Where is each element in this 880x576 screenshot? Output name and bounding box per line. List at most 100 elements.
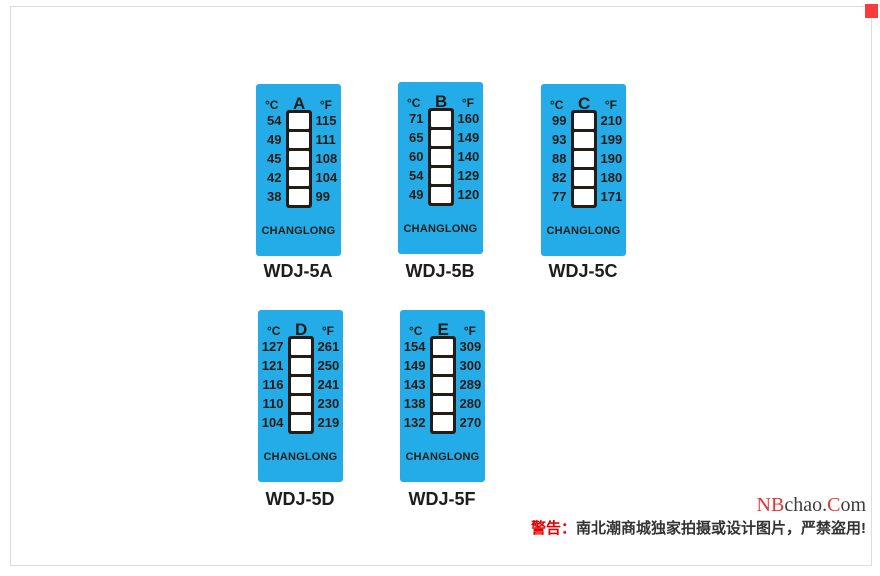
- indicator-window: [288, 189, 309, 205]
- model-label: WDJ-5F: [408, 489, 476, 509]
- indicator-window: [290, 396, 311, 412]
- indicator-window: [573, 113, 594, 129]
- indicator-window: [432, 358, 453, 374]
- fahrenheit-value: 230: [317, 396, 340, 411]
- fahrenheit-value: 171: [600, 189, 623, 204]
- celsius-value: 45: [267, 151, 282, 166]
- card-letter: B: [435, 92, 448, 111]
- indicator-window: [288, 113, 309, 129]
- card-body: 99 93 88 82 77 210 199 190 180 171: [541, 110, 626, 208]
- temp-indicator-card-d: °C D °F 127 121 116 110 104 261 250 241 …: [258, 310, 343, 482]
- indicator-window: [290, 415, 311, 431]
- celsius-value: 54: [267, 113, 282, 128]
- fahrenheit-value: 309: [459, 339, 482, 354]
- watermark: NBchao.Com: [757, 494, 866, 516]
- celsius-value: 38: [267, 189, 282, 204]
- celsius-value: 49: [409, 187, 424, 202]
- card-header: °C D °F: [258, 310, 343, 339]
- fahrenheit-value: 120: [457, 187, 480, 202]
- celsius-value: 88: [552, 151, 567, 166]
- indicator-window: [430, 111, 451, 127]
- indicator-strip: [427, 108, 454, 206]
- celsius-value: 49: [267, 132, 282, 147]
- temp-indicator-card-b: °C B °F 71 65 60 54 49 160 149 140 129 1…: [398, 82, 483, 254]
- brand-text: CHANGLONG: [263, 451, 338, 463]
- fahrenheit-column: 160 149 140 129 120: [454, 109, 484, 206]
- fahrenheit-value: 219: [317, 415, 340, 430]
- model-label: WDJ-5C: [548, 261, 618, 281]
- indicator-window: [430, 187, 451, 203]
- indicator-window: [430, 168, 451, 184]
- celsius-value: 138: [403, 396, 426, 411]
- indicator-window: [430, 149, 451, 165]
- warning-text: 警告：南北潮商城独家拍摄或设计图片，严禁盗用!: [531, 520, 866, 538]
- indicator-strip: [285, 110, 312, 208]
- brand-text: CHANGLONG: [405, 451, 480, 463]
- celsius-column: 127 121 116 110 104: [258, 337, 288, 434]
- fahrenheit-value: 99: [315, 189, 330, 204]
- card-body: 127 121 116 110 104 261 250 241 230 219: [258, 336, 343, 434]
- fahrenheit-value: 250: [317, 358, 340, 373]
- warning-body: 南北潮商城独家拍摄或设计图片，严禁盗用!: [576, 520, 866, 537]
- fahrenheit-value: 280: [459, 396, 482, 411]
- card-body: 54 49 45 42 38 115 111 108 104 99: [256, 110, 341, 208]
- celsius-value: 42: [267, 170, 282, 185]
- model-label: WDJ-5B: [405, 261, 475, 281]
- fahrenheit-value: 190: [600, 151, 623, 166]
- fahrenheit-value: 241: [317, 377, 340, 392]
- card-header: °C E °F: [400, 310, 485, 339]
- fahrenheit-column: 115 111 108 104 99: [312, 111, 342, 208]
- celsius-column: 54 49 45 42 38: [256, 111, 286, 208]
- celsius-value: 60: [409, 149, 424, 164]
- fahrenheit-value: 210: [600, 113, 623, 128]
- indicator-strip: [570, 110, 597, 208]
- celsius-value: 82: [552, 170, 567, 185]
- celsius-unit-label: °C: [267, 324, 281, 338]
- indicator-strip: [287, 336, 314, 434]
- celsius-column: 71 65 60 54 49: [398, 109, 428, 206]
- temp-indicator-card-a: °C A °F 54 49 45 42 38 115 111 108 104 9…: [256, 84, 341, 256]
- indicator-window: [290, 339, 311, 355]
- indicator-window: [573, 170, 594, 186]
- model-label: WDJ-5A: [263, 261, 333, 281]
- indicator-window: [288, 132, 309, 148]
- celsius-unit-label: °C: [407, 96, 421, 110]
- card-header: °C A °F: [256, 84, 341, 113]
- celsius-value: 99: [552, 113, 567, 128]
- fahrenheit-unit-label: °F: [604, 98, 617, 112]
- fahrenheit-value: 149: [457, 130, 480, 145]
- fahrenheit-value: 199: [600, 132, 623, 147]
- fahrenheit-unit-label: °F: [463, 324, 476, 338]
- fahrenheit-value: 300: [459, 358, 482, 373]
- celsius-value: 65: [409, 130, 424, 145]
- fahrenheit-value: 180: [600, 170, 623, 185]
- celsius-value: 77: [552, 189, 567, 204]
- card-body: 71 65 60 54 49 160 149 140 129 120: [398, 108, 483, 206]
- celsius-value: 110: [262, 396, 284, 411]
- card-letter: A: [293, 94, 306, 113]
- celsius-value: 71: [409, 111, 424, 126]
- fahrenheit-value: 140: [457, 149, 480, 164]
- indicator-strip: [429, 336, 456, 434]
- indicator-window: [573, 189, 594, 205]
- indicator-window: [288, 151, 309, 167]
- indicator-window: [573, 151, 594, 167]
- brand-text: CHANGLONG: [403, 223, 478, 235]
- celsius-value: 54: [409, 168, 424, 183]
- watermark-part: NB: [756, 494, 785, 516]
- celsius-value: 149: [403, 358, 426, 373]
- celsius-column: 154 149 143 138 132: [400, 337, 430, 434]
- celsius-value: 116: [262, 377, 284, 392]
- card-letter: E: [437, 320, 449, 339]
- celsius-unit-label: °C: [265, 98, 279, 112]
- celsius-value: 121: [261, 358, 284, 373]
- card-letter: D: [295, 320, 308, 339]
- celsius-unit-label: °C: [409, 324, 423, 338]
- warning-label: 警告：: [530, 520, 576, 537]
- card-letter: C: [578, 94, 591, 113]
- fahrenheit-value: 115: [315, 113, 337, 128]
- watermark-part: C: [827, 494, 841, 516]
- fahrenheit-value: 104: [315, 170, 338, 185]
- temp-indicator-card-e: °C E °F 154 149 143 138 132 309 300 289 …: [400, 310, 485, 482]
- fahrenheit-column: 261 250 241 230 219: [314, 337, 344, 434]
